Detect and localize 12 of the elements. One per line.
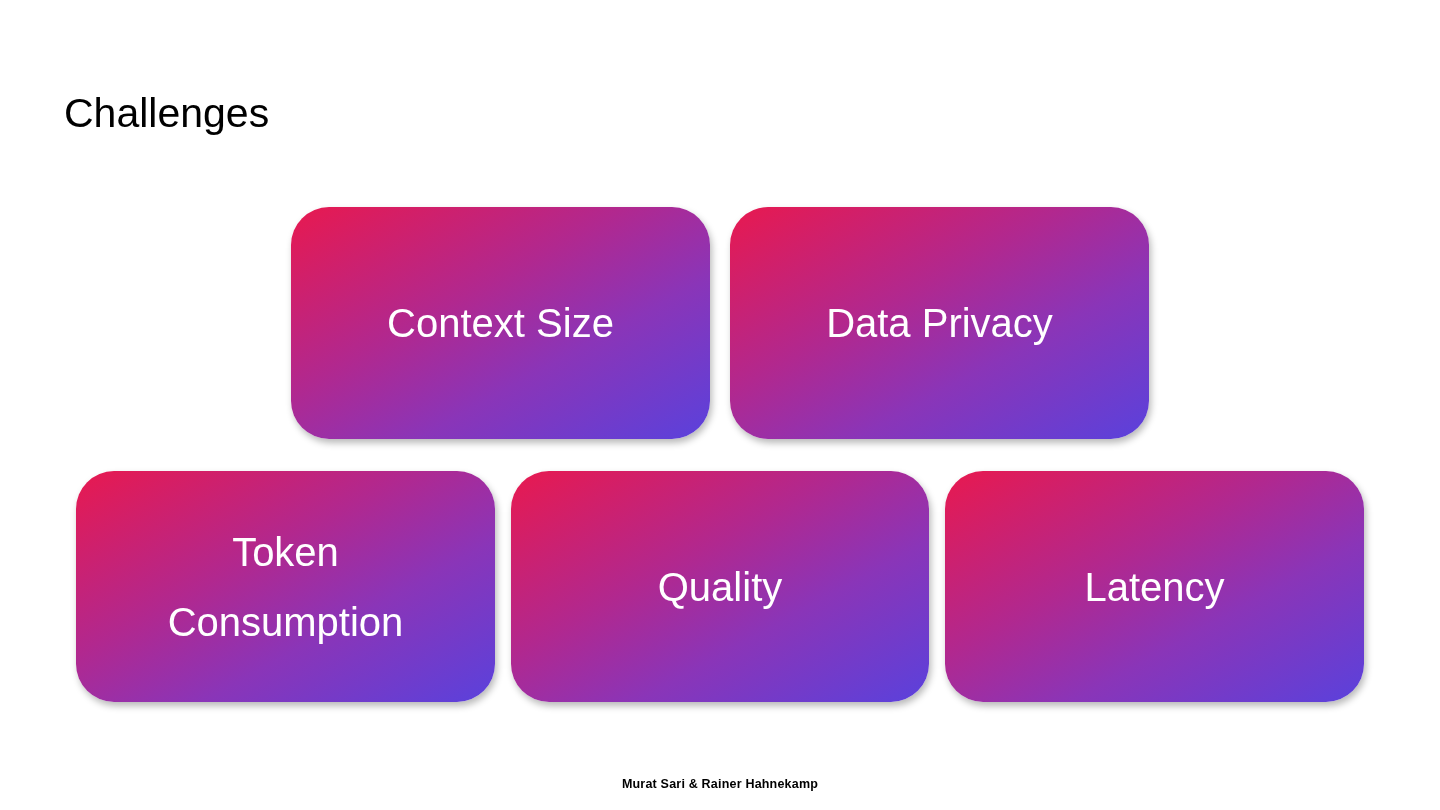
footer-authors: Murat Sari & Rainer Hahnekamp [621,777,819,791]
challenge-card [730,207,1149,439]
card-label: Data Privacy [826,300,1053,347]
card-label: Context Size [387,300,614,347]
slide-title: Challenges [64,90,270,138]
card-label: Latency [1084,563,1225,611]
challenge-card [511,471,929,702]
card-label: Quality [657,563,783,611]
challenge-card [945,471,1364,702]
challenge-card [291,207,710,439]
card-label: Token Consumption [166,528,405,646]
challenge-card [76,471,495,702]
